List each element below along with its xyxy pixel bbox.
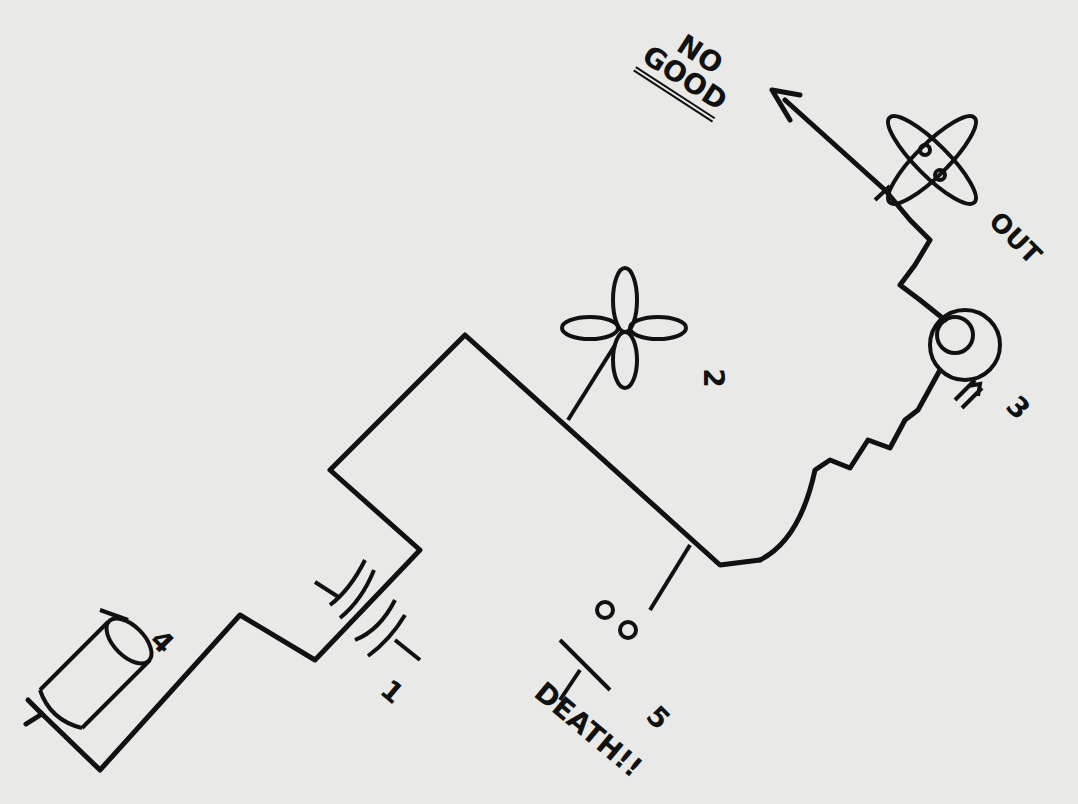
tank-symbol [40,610,159,728]
pipe [785,100,945,320]
atom-symbol [875,106,986,213]
inlet-arrow [26,700,42,724]
skull-symbol [560,545,690,700]
callout-number: 2 [699,368,727,387]
callout-number: 3 [1001,391,1035,425]
warning-note: NO GOOD [633,18,747,123]
fan-symbol [562,268,686,420]
callout-number: 4 [145,625,179,659]
callout-number: 1 [376,675,409,709]
arrow-head [772,90,800,120]
pipe [760,370,940,560]
pipe-line [26,90,945,770]
valve-symbol [315,560,420,660]
pipe [40,335,760,770]
compressor-symbol [930,310,1000,408]
outlet-label: OUT [984,207,1045,268]
hazard-label: DEATH!! [529,678,647,783]
flow-arrow [955,380,982,408]
callout-number: 5 [641,701,675,735]
